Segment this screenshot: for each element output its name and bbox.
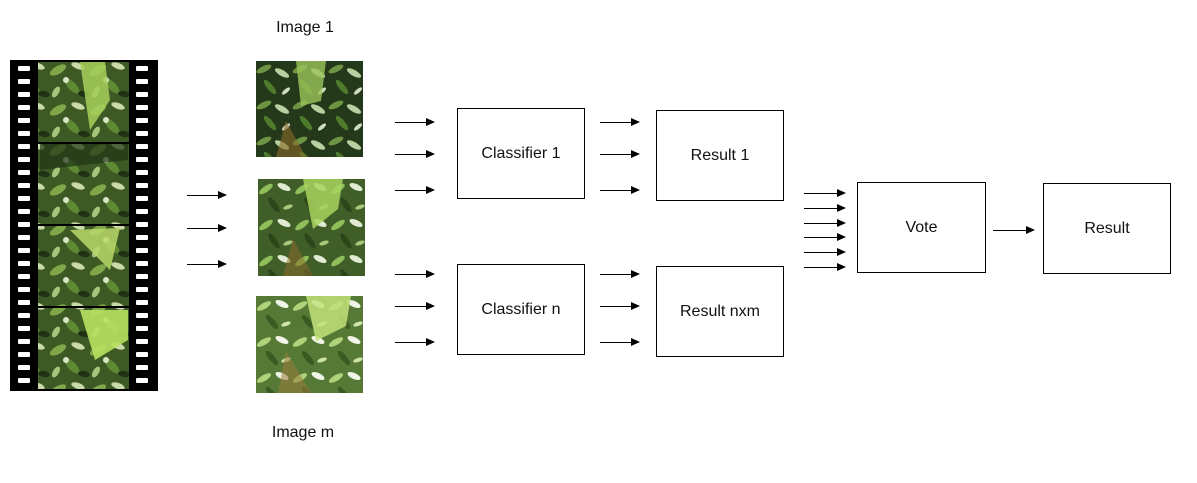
classifier-last-label: Classifier n — [481, 300, 561, 318]
arrow-to-result-1-a — [600, 117, 640, 127]
image-thumbnail-1 — [256, 61, 363, 157]
arrow-film-to-images-1 — [187, 190, 227, 200]
arrow-to-result-nxm-c — [600, 337, 640, 347]
arrow-to-vote-1 — [804, 188, 846, 198]
classifier-first-label: Classifier 1 — [481, 144, 561, 162]
arrow-to-result-nxm-a — [600, 269, 640, 279]
arrow-to-vote-2 — [804, 203, 846, 213]
image-thumbnail-m — [256, 296, 363, 393]
vote-label: Vote — [905, 218, 938, 236]
result-last-box: Result nxm — [656, 266, 784, 357]
arrow-to-vote-6 — [804, 262, 846, 272]
arrow-to-vote-5 — [804, 247, 846, 257]
film-strip-graphic — [18, 62, 148, 389]
arrow-to-classifier-1-c — [395, 185, 435, 195]
arrow-film-to-images-3 — [187, 259, 227, 269]
arrow-vote-to-result — [993, 225, 1035, 235]
image-first-label: Image 1 — [276, 19, 334, 36]
arrow-to-result-nxm-b — [600, 301, 640, 311]
arrow-to-classifier-n-c — [395, 337, 435, 347]
arrow-to-classifier-1-a — [395, 117, 435, 127]
final-result-box: Result — [1043, 183, 1171, 274]
arrow-to-result-1-b — [600, 149, 640, 159]
arrow-to-classifier-1-b — [395, 149, 435, 159]
image-thumbnail-2 — [258, 179, 365, 276]
arrow-to-result-1-c — [600, 185, 640, 195]
arrow-film-to-images-2 — [187, 223, 227, 233]
arrow-to-classifier-n-a — [395, 269, 435, 279]
result-first-label: Result 1 — [690, 146, 750, 164]
arrow-to-classifier-n-b — [395, 301, 435, 311]
vote-box: Vote — [857, 182, 986, 273]
image-last-label: Image m — [271, 424, 335, 441]
classifier-first-box: Classifier 1 — [457, 108, 585, 199]
arrow-to-vote-3 — [804, 218, 846, 228]
video-film-strip — [10, 60, 158, 391]
classifier-last-box: Classifier n — [457, 264, 585, 355]
arrow-to-vote-4 — [804, 232, 846, 242]
final-result-label: Result — [1084, 219, 1130, 237]
result-first-box: Result 1 — [656, 110, 784, 201]
result-last-label: Result nxm — [679, 302, 761, 320]
